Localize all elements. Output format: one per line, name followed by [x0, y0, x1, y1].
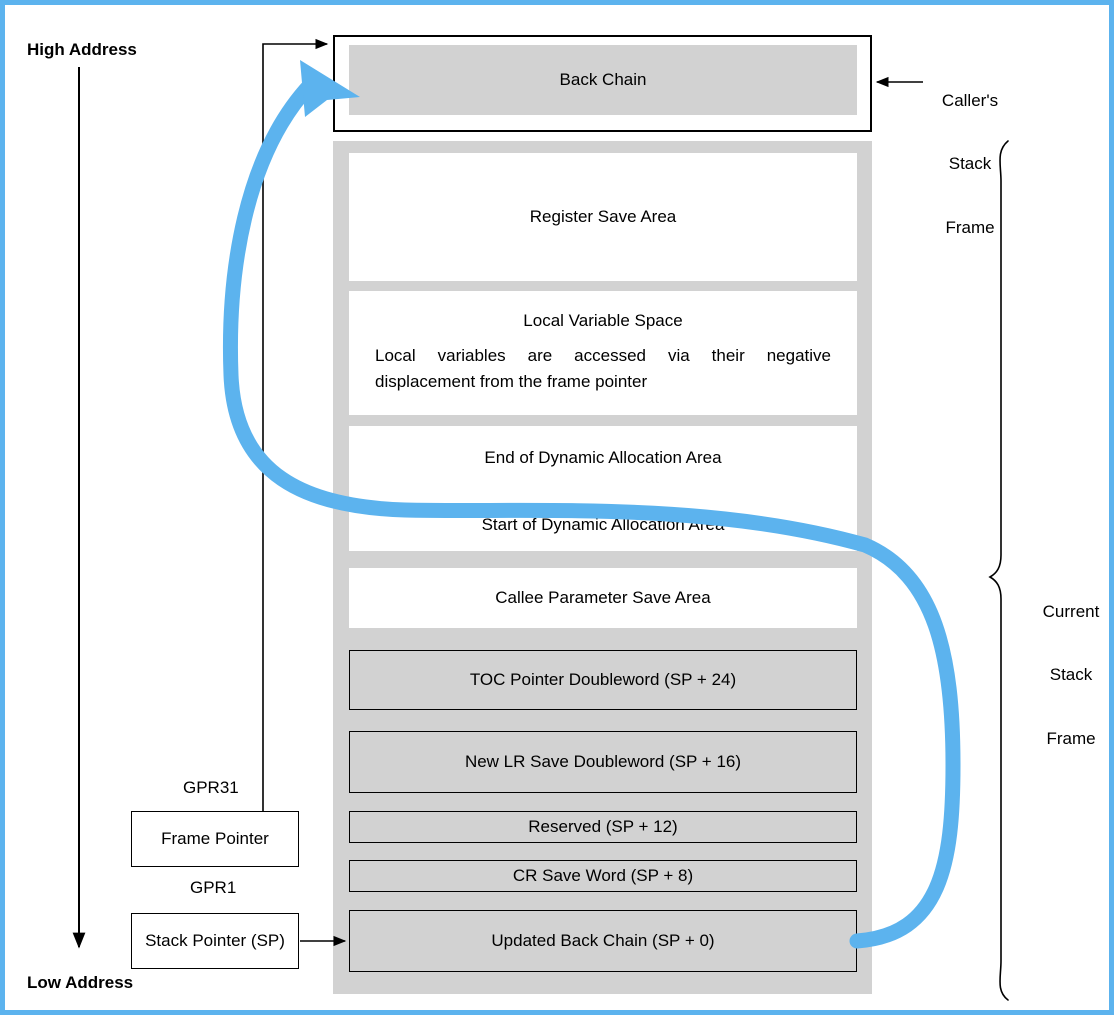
cell-reserved-label: Reserved (SP + 12)	[528, 817, 678, 836]
stack-pointer-box: Stack Pointer (SP)	[131, 913, 299, 969]
callers-stack-frame-line-3: Frame	[945, 218, 995, 237]
cell-reserved: Reserved (SP + 12)	[349, 811, 857, 843]
cell-local-variable-space-paragraph: Local variables are accessed via their n…	[375, 345, 831, 391]
cell-new-lr-save-doubleword: New LR Save Doubleword (SP + 16)	[349, 731, 857, 793]
cell-toc-pointer-doubleword: TOC Pointer Doubleword (SP + 24)	[349, 650, 857, 710]
cell-callee-parameter-save-area-label: Callee Parameter Save Area	[495, 588, 711, 607]
frame-pointer-connector-icon	[262, 38, 329, 811]
cell-cr-save-word-label: CR Save Word (SP + 8)	[512, 866, 694, 885]
cell-new-lr-save-doubleword-label: New LR Save Doubleword (SP + 16)	[464, 752, 742, 771]
gpr1-label: GPR1	[190, 878, 237, 897]
current-stack-frame-line-3: Frame	[1046, 729, 1096, 748]
callers-stack-frame-line-2: Stack	[948, 154, 992, 174]
cell-callee-parameter-save-area: Callee Parameter Save Area	[349, 568, 857, 628]
cell-updated-back-chain: Updated Back Chain (SP + 0)	[349, 910, 857, 972]
frame-pointer-box: Frame Pointer	[131, 811, 299, 867]
frame-pointer-label: Frame Pointer	[161, 829, 269, 848]
callers-stack-frame-annotation: Caller's Stack Frame	[925, 47, 1015, 281]
cell-local-variable-space-label: Local Variable Space	[523, 310, 683, 330]
cell-cr-save-word: CR Save Word (SP + 8)	[349, 860, 857, 892]
low-address-label: Low Address	[27, 973, 134, 992]
cell-start-of-dynamic-allocation-label: Start of Dynamic Allocation Area	[481, 515, 725, 534]
gpr31-label: GPR31	[183, 778, 239, 797]
cell-updated-back-chain-label: Updated Back Chain (SP + 0)	[491, 931, 715, 950]
current-stack-frame-line-1: Current	[1042, 601, 1100, 621]
cell-local-variable-space: Local Variable Space Local variables are…	[349, 291, 857, 415]
cell-register-save-area: Register Save Area	[349, 153, 857, 281]
high-address-label: High Address	[27, 40, 137, 59]
current-stack-frame-annotation: Current Stack Frame	[1031, 558, 1109, 792]
cell-dynamic-allocation-area: End of Dynamic Allocation Area Start of …	[349, 426, 857, 551]
stack-pointer-label: Stack Pointer (SP)	[145, 931, 285, 950]
callers-stack-frame-line-1: Caller's	[941, 90, 999, 110]
cell-end-of-dynamic-allocation-label: End of Dynamic Allocation Area	[484, 448, 722, 467]
cell-back-chain: Back Chain	[349, 45, 857, 115]
cell-register-save-area-label: Register Save Area	[529, 207, 677, 226]
cell-back-chain-label: Back Chain	[559, 70, 647, 89]
current-stack-frame-line-2: Stack	[1049, 665, 1093, 685]
cell-toc-pointer-doubleword-label: TOC Pointer Doubleword (SP + 24)	[469, 670, 737, 689]
